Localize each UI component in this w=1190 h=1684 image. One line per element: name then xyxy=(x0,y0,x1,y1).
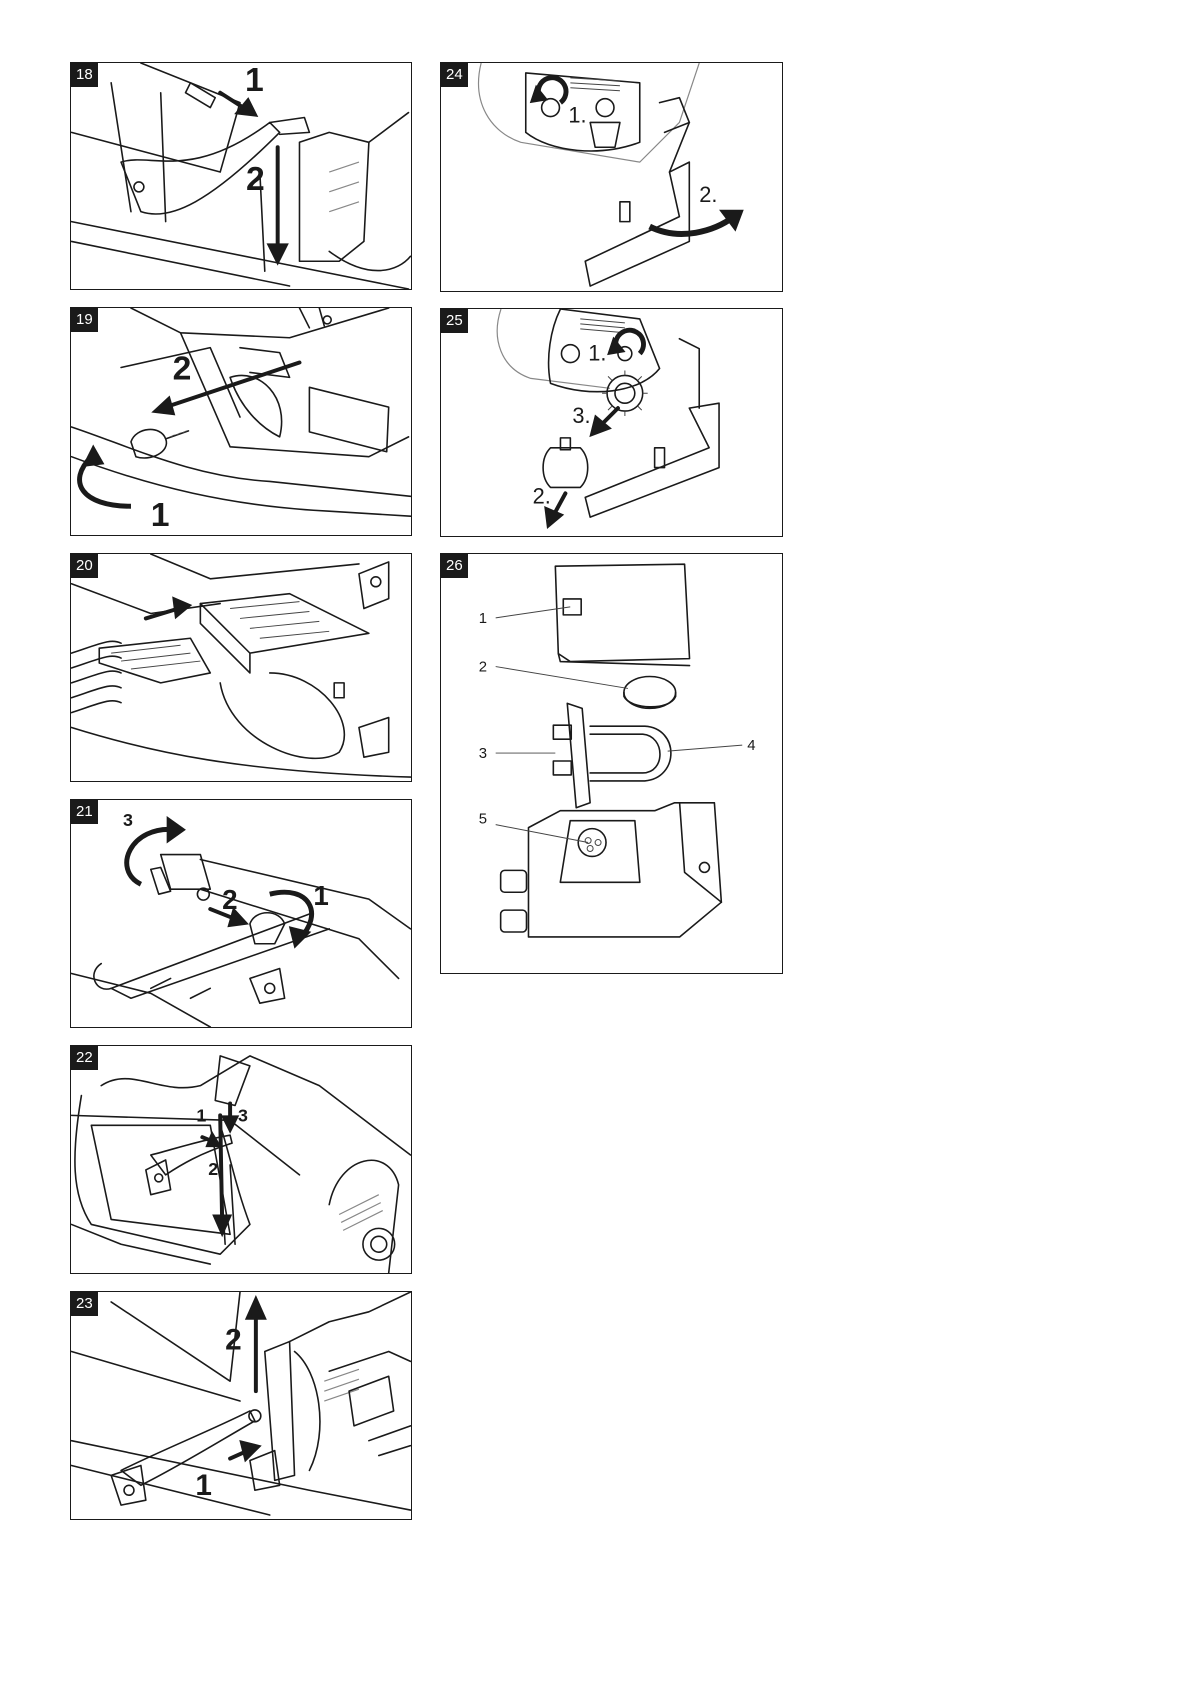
figure-20: 20 xyxy=(70,553,412,782)
step-label: 3. xyxy=(572,403,590,428)
step-label: 3 xyxy=(123,810,133,830)
step-label: 1 xyxy=(313,880,328,911)
step-label: 1 xyxy=(196,1105,206,1125)
figure-21: 21 3 2 1 xyxy=(70,799,412,1028)
step-label: 1 xyxy=(245,63,264,99)
step-label: 2. xyxy=(533,483,551,508)
figure-25-illustration: 1. 3. 2. xyxy=(441,309,782,536)
step-label: 1 xyxy=(195,1469,212,1502)
figure-26: 26 1 2 3 4 5 xyxy=(440,553,783,974)
figure-number-badge: 24 xyxy=(441,63,468,87)
figure-20-illustration xyxy=(71,554,411,781)
figure-24: 24 1. 2. xyxy=(440,62,783,292)
step-label: 2 xyxy=(222,884,237,915)
figure-number-badge: 22 xyxy=(71,1046,98,1070)
figure-21-illustration: 3 2 1 xyxy=(71,800,411,1027)
figure-number-badge: 19 xyxy=(71,308,98,332)
figure-18: 18 1 2 xyxy=(70,62,412,290)
figure-26-exploded-view: 1 2 3 4 5 xyxy=(441,554,782,973)
figure-number-badge: 26 xyxy=(441,554,468,578)
step-label: 2 xyxy=(173,349,192,387)
callout-number: 3 xyxy=(479,746,487,762)
figure-24-illustration: 1. 2. xyxy=(441,63,782,291)
step-label: 1 xyxy=(151,496,170,534)
figure-23: 23 2 1 xyxy=(70,1291,412,1520)
figure-25: 25 1. 3. 2. xyxy=(440,308,783,537)
figure-number-badge: 23 xyxy=(71,1292,98,1316)
step-label: 2 xyxy=(246,160,265,198)
figure-number-badge: 21 xyxy=(71,800,98,824)
figure-number-badge: 18 xyxy=(71,63,98,87)
callout-number: 5 xyxy=(479,812,487,828)
figure-23-illustration: 2 1 xyxy=(71,1292,411,1519)
figure-number-badge: 25 xyxy=(441,309,468,333)
step-label: 3 xyxy=(238,1105,248,1125)
step-label: 2 xyxy=(208,1159,218,1179)
callout-number: 1 xyxy=(479,611,487,627)
figure-number-badge: 20 xyxy=(71,554,98,578)
step-label: 2 xyxy=(225,1323,242,1356)
step-label: 1. xyxy=(568,102,586,127)
figure-22: 22 1 3 2 xyxy=(70,1045,412,1274)
figure-22-illustration: 1 3 2 xyxy=(71,1046,411,1273)
figure-19: 19 2 1 xyxy=(70,307,412,536)
callout-number: 2 xyxy=(479,660,487,676)
figure-18-illustration: 1 2 xyxy=(71,63,411,289)
step-label: 1. xyxy=(588,341,606,366)
callout-number: 4 xyxy=(747,738,755,754)
step-label: 2. xyxy=(699,182,717,207)
figure-19-illustration: 2 1 xyxy=(71,308,411,535)
